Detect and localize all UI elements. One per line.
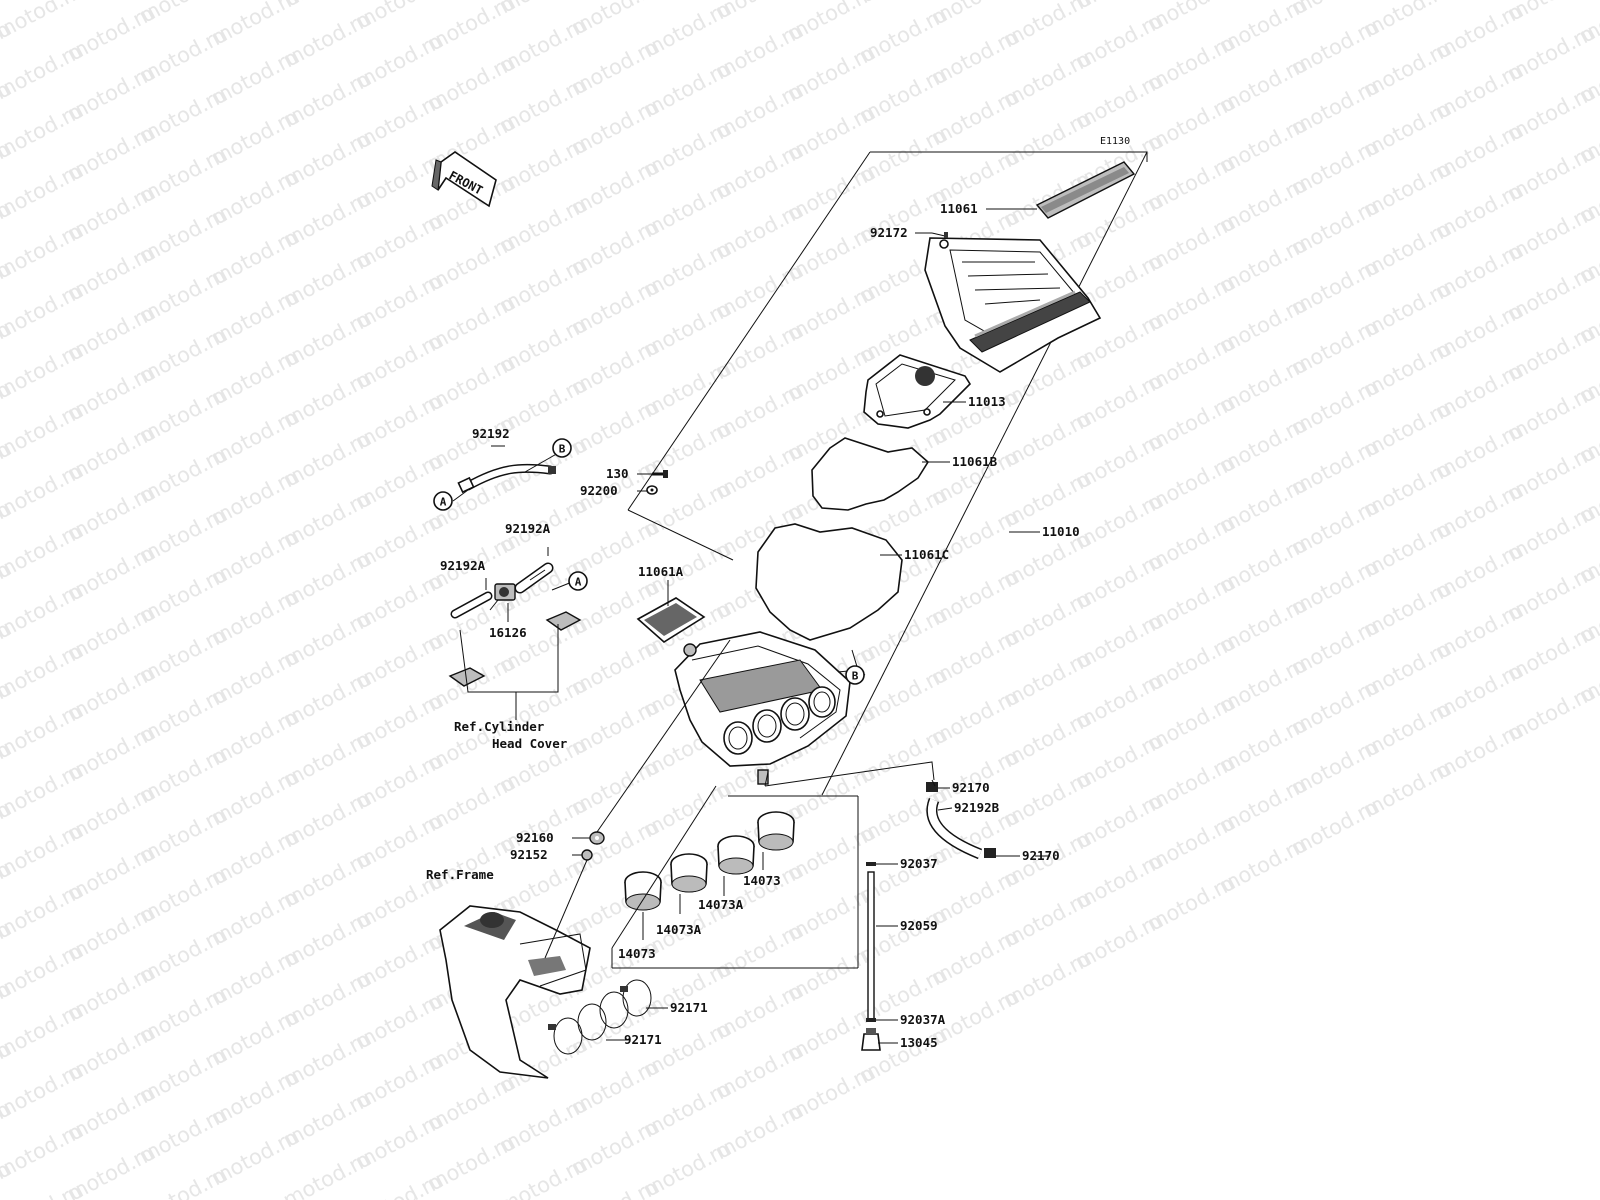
label-11061C: 11061C [904, 547, 949, 562]
ref-cylinder-line2: Head Cover [492, 736, 568, 751]
label-92037: 92037 [900, 856, 938, 871]
cylinder-ref-bracket [459, 599, 559, 720]
intake-funnels-icon [624, 811, 795, 911]
label-92192A-left: 92192A [440, 558, 486, 573]
drain-pipe-92059-icon [866, 862, 876, 1022]
callout-a-valve: A [568, 571, 588, 591]
label-14073-right: 14073 [743, 873, 781, 888]
breather-hose-92192-icon [457, 463, 556, 494]
plug-13045-icon [861, 1028, 881, 1051]
label-14073-left: 14073 [618, 946, 656, 961]
funnel-14073A-right-icon [717, 835, 755, 875]
funnel-bracket [611, 785, 859, 969]
gasket-11061B-icon [811, 437, 930, 511]
watermark-text: motod.ru [1359, 0, 1455, 42]
screw-92172-icon [931, 232, 948, 238]
label-14073A-left: 14073A [656, 922, 702, 937]
watermark-text: motod.ru [0, 0, 87, 44]
diagram-code: E1130 [1100, 136, 1130, 147]
reed-cap-right-icon [545, 611, 582, 631]
label-92171-top: 92171 [670, 1000, 708, 1015]
label-92172: 92172 [870, 225, 908, 240]
frame-ref-icon [439, 905, 591, 1079]
valve-16126-icon [450, 562, 554, 619]
label-92152: 92152 [510, 847, 548, 862]
funnel-14073A-left-icon [670, 853, 708, 893]
label-92192: 92192 [472, 426, 510, 441]
label-11013: 11013 [968, 394, 1006, 409]
label-11061A: 11061A [638, 564, 684, 579]
label-14073A-right: 14073A [698, 897, 744, 912]
label-130: 130 [606, 466, 629, 481]
collar-92152-icon [581, 849, 593, 861]
bolt-130-icon [652, 470, 668, 478]
svg-text:A: A [440, 496, 447, 509]
ref-frame: Ref.Frame [426, 867, 494, 882]
callout-b-housing: B [845, 665, 865, 685]
label-92160: 92160 [516, 830, 554, 845]
gasket-11061C-icon [755, 523, 903, 641]
funnel-14073-right-icon [757, 811, 795, 851]
air-cleaner-housing-icon [674, 631, 851, 785]
label-16126: 16126 [489, 625, 527, 640]
seal-11061A-icon [636, 597, 706, 643]
callout-b-hose: B [552, 438, 572, 458]
label-92200: 92200 [580, 483, 618, 498]
label-11061: 11061 [940, 201, 978, 216]
element-11013-icon [863, 354, 972, 429]
label-92170-top: 92170 [952, 780, 990, 795]
funnel-14073-left-icon [624, 871, 662, 911]
watermark-text: motod.ru [567, 0, 663, 40]
drain-hose-92192B-icon [926, 782, 996, 860]
label-92170-bottom: 92170 [1022, 848, 1060, 863]
label-92192A-top: 92192A [505, 521, 551, 536]
label-11061B: 11061B [952, 454, 998, 469]
label-92192B: 92192B [954, 800, 1000, 815]
part-11061-icon [1035, 161, 1136, 219]
clamps-92171-icon [548, 979, 652, 1055]
label-92059: 92059 [900, 918, 938, 933]
svg-text:B: B [852, 670, 859, 683]
air-cleaner-cover-icon [924, 237, 1102, 373]
reed-cap-left-icon [448, 667, 486, 687]
label-13045: 13045 [900, 1035, 938, 1050]
part-labels: 11061 92172 11013 11061B 11010 11061C 11… [440, 201, 1080, 1050]
washer-92200-icon [646, 485, 658, 495]
assembly-bracket [627, 151, 1148, 796]
grommet-92160-icon [589, 831, 605, 845]
label-11010: 11010 [1042, 524, 1080, 539]
ref-cylinder-line1: Ref.Cylinder [454, 719, 545, 734]
label-92171-bottom: 92171 [624, 1032, 662, 1047]
svg-text:B: B [559, 443, 566, 456]
callout-a-hose: A [433, 491, 453, 511]
leader-lines [452, 208, 1050, 1044]
label-92037A: 92037A [900, 1012, 946, 1027]
svg-text:A: A [575, 576, 582, 589]
